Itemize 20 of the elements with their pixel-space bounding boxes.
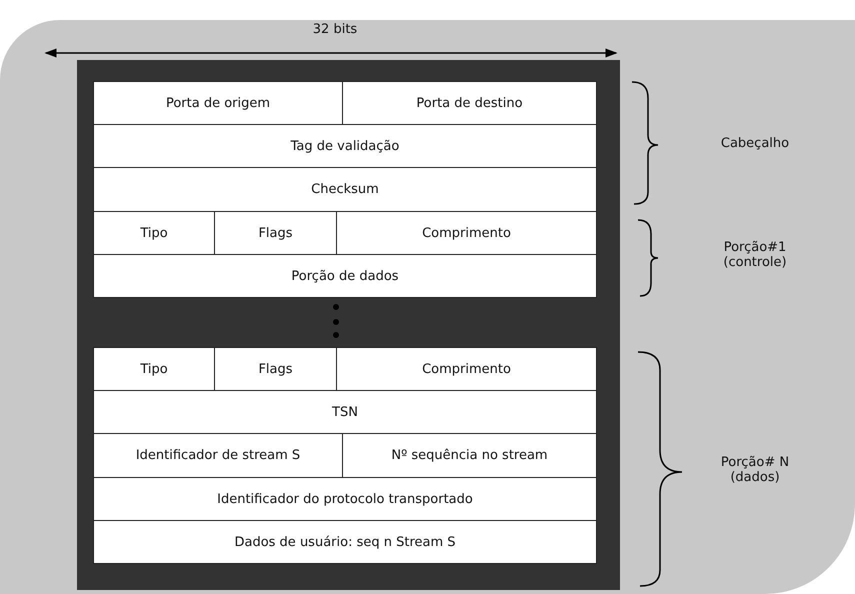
header-field: Identificador de stream S bbox=[93, 433, 343, 478]
header-field: Porta de origem bbox=[93, 81, 343, 125]
section-label: Cabeçalho bbox=[720, 136, 790, 153]
section-label: Porção# N (dados) bbox=[720, 455, 790, 487]
header-field: Dados de usuário: seq n Stream S bbox=[93, 520, 597, 564]
header-field: Tag de validação bbox=[93, 124, 597, 168]
header-field: Identificador do protocolo transportado bbox=[93, 477, 597, 521]
header-field: Tipo bbox=[93, 347, 215, 391]
header-field: Comprimento bbox=[336, 347, 597, 391]
header-field: TSN bbox=[93, 390, 597, 434]
header-field: Comprimento bbox=[336, 211, 597, 255]
header-field: Flags bbox=[214, 347, 337, 391]
header-field: Nº sequência no stream bbox=[342, 433, 597, 478]
header-field: Tipo bbox=[93, 211, 215, 255]
section-label: Porção#1 (controle) bbox=[722, 240, 788, 272]
dimension-label: 32 bits bbox=[312, 22, 358, 39]
header-field: Porção de dados bbox=[93, 254, 597, 298]
header-field: Porta de destino bbox=[342, 81, 597, 125]
header-field: Flags bbox=[214, 211, 337, 255]
header-field: Checksum bbox=[93, 167, 597, 212]
